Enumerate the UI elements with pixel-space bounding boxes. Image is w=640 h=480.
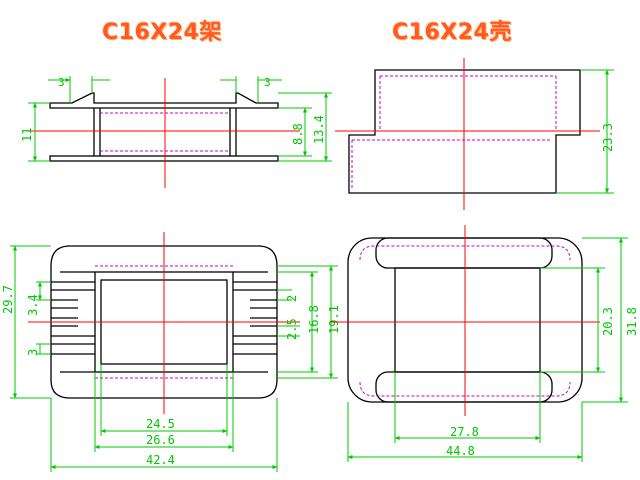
bobbin-side-dimension-lines	[28, 76, 332, 162]
bobbin-title: C16X24架	[102, 20, 222, 45]
dim-bobbin-side-8-8: 8.8	[291, 123, 305, 145]
dim-bobbin-side-13-4: 13.4	[312, 115, 326, 144]
shell-bottom-rail	[375, 371, 553, 403]
bobbin-side-centerlines	[28, 78, 300, 188]
dim-bobbin-24-5: 24.5	[146, 417, 175, 431]
dim-shell-44-8: 44.8	[446, 444, 475, 458]
shell-top-rail	[375, 237, 553, 269]
dim-shell-31-8: 31.8	[625, 307, 639, 336]
bobbin-inner-contour	[60, 271, 268, 373]
shell-side-centerlines	[335, 58, 600, 210]
bobbin-top-dimension-lines	[10, 245, 338, 472]
bobbin-left-pins	[51, 281, 95, 355]
dim-bobbin-29-7: 29.7	[1, 285, 15, 314]
dim-shell-20-3: 20.3	[601, 307, 615, 336]
bobbin-outer-outline	[50, 245, 278, 399]
dim-shell-27-8: 27.8	[450, 425, 479, 439]
dim-bobbin-side-11: 11	[20, 128, 34, 142]
dim-bobbin-19-1: 19.1	[327, 305, 341, 334]
shell-window	[394, 267, 541, 373]
shell-top-dimension-lines	[347, 237, 628, 462]
dim-shell-side-23-3: 23.3	[601, 123, 615, 152]
dim-bobbin-2: 2	[285, 295, 299, 302]
bobbin-top-hidden-lines	[95, 265, 233, 379]
dim-bobbin-16-8: 16.8	[307, 305, 321, 334]
dim-bobbin-side-right-3: 3	[264, 76, 271, 89]
dim-bobbin-side-left-3: 3	[58, 76, 65, 89]
shell-side-hidden-lines	[351, 75, 557, 190]
bobbin-top-centerlines	[28, 232, 300, 414]
dim-bobbin-3-4: 3.4	[26, 294, 40, 316]
shell-title: C16X24壳	[392, 20, 512, 45]
bobbin-side-view	[49, 92, 279, 162]
shell-top-centerlines	[330, 225, 600, 416]
shell-top-hidden-lines	[359, 245, 571, 397]
dim-bobbin-2-5: 2.5	[285, 318, 299, 340]
bobbin-bottom-flange	[49, 155, 279, 162]
dim-bobbin-3: 3	[26, 349, 40, 356]
bobbin-top-flange	[49, 92, 279, 109]
shell-side-dimension-lines	[556, 69, 614, 194]
bobbin-right-pins	[233, 281, 277, 355]
dim-bobbin-26-6: 26.6	[146, 433, 175, 447]
dim-bobbin-42-4: 42.4	[146, 453, 175, 467]
